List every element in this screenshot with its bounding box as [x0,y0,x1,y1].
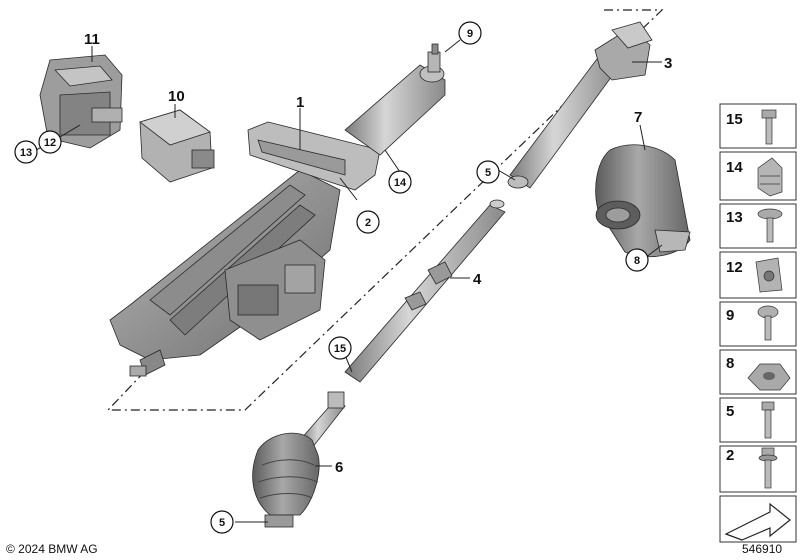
callout-9: 9 [467,28,473,40]
legend-num-2: 2 [726,447,734,464]
intermediate-shaft-upper [507,21,653,189]
callout-4: 4 [473,271,482,288]
callout-14: 14 [394,177,407,189]
hex-nut-icon [747,363,791,391]
callout-1: 1 [296,94,304,111]
callout-7: 7 [634,109,642,126]
legend-num-14: 14 [726,159,743,176]
steering-column-assembly [109,43,446,377]
callout-10: 10 [168,88,185,105]
front-direction-arrow-icon [724,502,791,541]
hex-bolt-icon [761,401,775,439]
electronic-module [139,109,215,183]
flange-bolt-icon [758,447,778,489]
bolt-icon [761,109,777,145]
fastener-legend: 15 14 13 12 9 [719,103,797,543]
callout-2: 2 [365,217,371,229]
legend-num-12: 12 [726,259,743,276]
control-unit-bracket [39,54,123,149]
callout-5-lower: 5 [219,517,225,529]
speed-nut-icon [755,257,783,293]
callout-12: 12 [44,137,56,149]
bulkhead-seal [595,144,691,258]
callout-6: 6 [335,459,343,476]
assembly-boundary [106,9,664,411]
legend-num-15: 15 [726,111,743,128]
steering-shaft-lower [344,199,506,383]
callout-15: 15 [334,343,346,355]
legend-num-13: 13 [726,209,743,226]
washer-screw-icon [757,208,783,243]
legend-num-5: 5 [726,403,734,420]
legend-num-9: 9 [726,307,734,324]
lower-shaft-with-boot [252,391,346,528]
diagram-number: 546910 [742,542,783,556]
callout-11: 11 [84,31,100,48]
legend-num-8: 8 [726,355,734,372]
callout-13: 13 [20,147,32,159]
clip-nut-icon [757,157,783,197]
callout-3: 3 [664,55,672,72]
callout-5-upper: 5 [485,167,491,179]
callout-8: 8 [634,255,640,267]
pan-screw-icon [757,305,779,341]
copyright-label: © 2024 BMW AG [6,542,98,556]
